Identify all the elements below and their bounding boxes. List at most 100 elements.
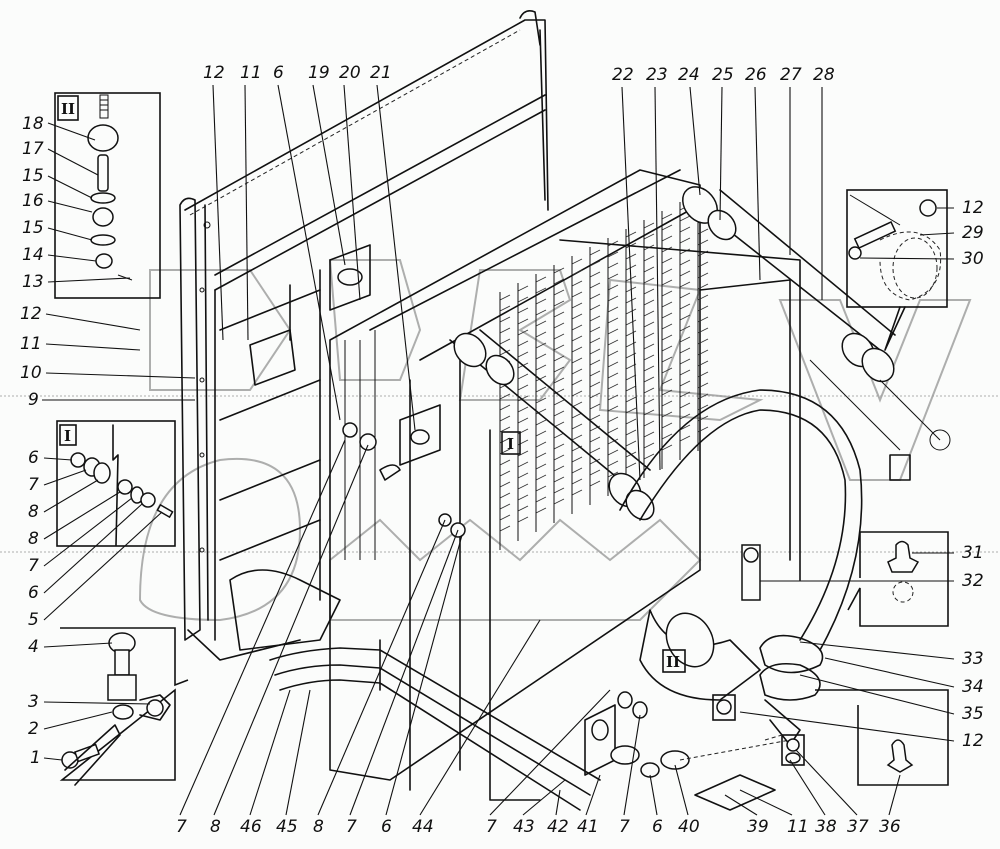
callout-8-left-a: 8: [28, 502, 39, 522]
radiator-fin: [661, 301, 673, 308]
leader-line: [47, 122, 96, 141]
radiator-fin: [553, 410, 565, 417]
radiator-fin: [553, 333, 565, 340]
radiator-fin: [535, 309, 547, 316]
callout-15a: 15: [22, 166, 44, 186]
leader-line: [45, 372, 196, 379]
leader-line: [277, 84, 341, 421]
callouts-bottom: 7 8 46 45 8 7 6 44 7 43 42 41 7 6 40 39 …: [176, 817, 901, 837]
radiator-fin: [625, 418, 637, 425]
radiator-fin: [517, 318, 529, 325]
radiator-fin: [571, 269, 583, 276]
radiator-fin: [697, 382, 709, 389]
radiator-fin: [499, 459, 511, 466]
radiator-fin: [535, 507, 547, 514]
radiator-fin: [625, 319, 637, 326]
callout-13: 13: [22, 272, 44, 292]
radiator-fin: [535, 397, 547, 404]
leader-line: [724, 794, 758, 816]
section-marker-ii: II: [666, 653, 680, 671]
callout-31: 31: [962, 543, 984, 563]
radiator-fin: [625, 341, 637, 348]
leader-line: [213, 444, 369, 816]
radiator-fin: [643, 365, 655, 372]
radiator-fin: [661, 356, 673, 363]
radiator-fin: [607, 427, 619, 434]
radiator-fin: [499, 503, 511, 510]
radiator-fin: [679, 270, 691, 277]
radiator-fin: [661, 323, 673, 330]
callout-34: 34: [962, 677, 984, 697]
radiator-fin: [625, 253, 637, 260]
radiator-fin: [661, 312, 673, 319]
radiator-fin: [661, 213, 673, 220]
radiator-fin: [661, 279, 673, 286]
radiator-fin: [517, 296, 529, 303]
radiator-fin: [607, 460, 619, 467]
inset-i-left: I: [56, 420, 176, 547]
radiator-fin: [607, 251, 619, 258]
radiator-fin: [535, 474, 547, 481]
radiator-fin: [625, 462, 637, 469]
leader-line: [312, 84, 346, 266]
radiator-fin: [589, 260, 601, 267]
radiator-fin: [535, 331, 547, 338]
leader-line: [47, 148, 99, 176]
radiator-fin: [535, 485, 547, 492]
radiator-fin: [535, 364, 547, 371]
leader-line: [43, 479, 99, 513]
radiator-fin: [607, 372, 619, 379]
radiator-fin: [679, 369, 691, 376]
radiator-fin: [625, 429, 637, 436]
radiator-fin: [535, 496, 547, 503]
callout-12-top: 12: [203, 63, 225, 83]
callout-41: 41: [577, 817, 599, 837]
radiator-fin: [679, 358, 691, 365]
radiator-fin: [517, 384, 529, 391]
mounting-parts: [584, 691, 791, 811]
radiator-fin: [643, 332, 655, 339]
radiator-fin: [571, 467, 583, 474]
radiator-fin: [571, 357, 583, 364]
callout-38: 38: [815, 817, 837, 837]
radiator-fin: [697, 305, 709, 312]
radiator-fin: [553, 322, 565, 329]
callout-14: 14: [22, 245, 44, 265]
radiator-fin: [571, 390, 583, 397]
radiator-core: [329, 169, 801, 801]
callout-40: 40: [678, 817, 700, 837]
callout-19: 19: [308, 63, 330, 83]
lower-hose-pipe: [449, 329, 655, 521]
radiator-fin: [499, 415, 511, 422]
radiator-fin: [499, 404, 511, 411]
leader-line: [649, 774, 658, 816]
radiator-fin: [607, 383, 619, 390]
leader-line: [43, 511, 163, 621]
radiator-fin: [625, 407, 637, 414]
radiator-fin: [607, 306, 619, 313]
callout-2: 2: [28, 719, 39, 739]
radiator-fin: [661, 268, 673, 275]
callout-3: 3: [28, 692, 39, 712]
radiator-fin: [499, 525, 511, 532]
radiator-fin: [661, 422, 673, 429]
radiator-fin: [643, 288, 655, 295]
radiator-fin: [553, 465, 565, 472]
callout-18: 18: [22, 114, 44, 134]
radiator-fin: [643, 255, 655, 262]
radiator-fin: [607, 262, 619, 269]
radiator-fin: [499, 294, 511, 301]
radiator-fin: [589, 403, 601, 410]
radiator-fin: [661, 290, 673, 297]
radiator-fin: [679, 292, 691, 299]
radiator-fin: [517, 285, 529, 292]
radiator-fin: [517, 406, 529, 413]
radiator-fin: [571, 335, 583, 342]
radiator-fin: [625, 264, 637, 271]
inset-top-right: [846, 189, 948, 351]
leader-line: [343, 84, 361, 301]
radiator-fin: [643, 420, 655, 427]
radiator-fin: [679, 391, 691, 398]
radiator-fin: [535, 320, 547, 327]
radiator-fin: [499, 349, 511, 356]
